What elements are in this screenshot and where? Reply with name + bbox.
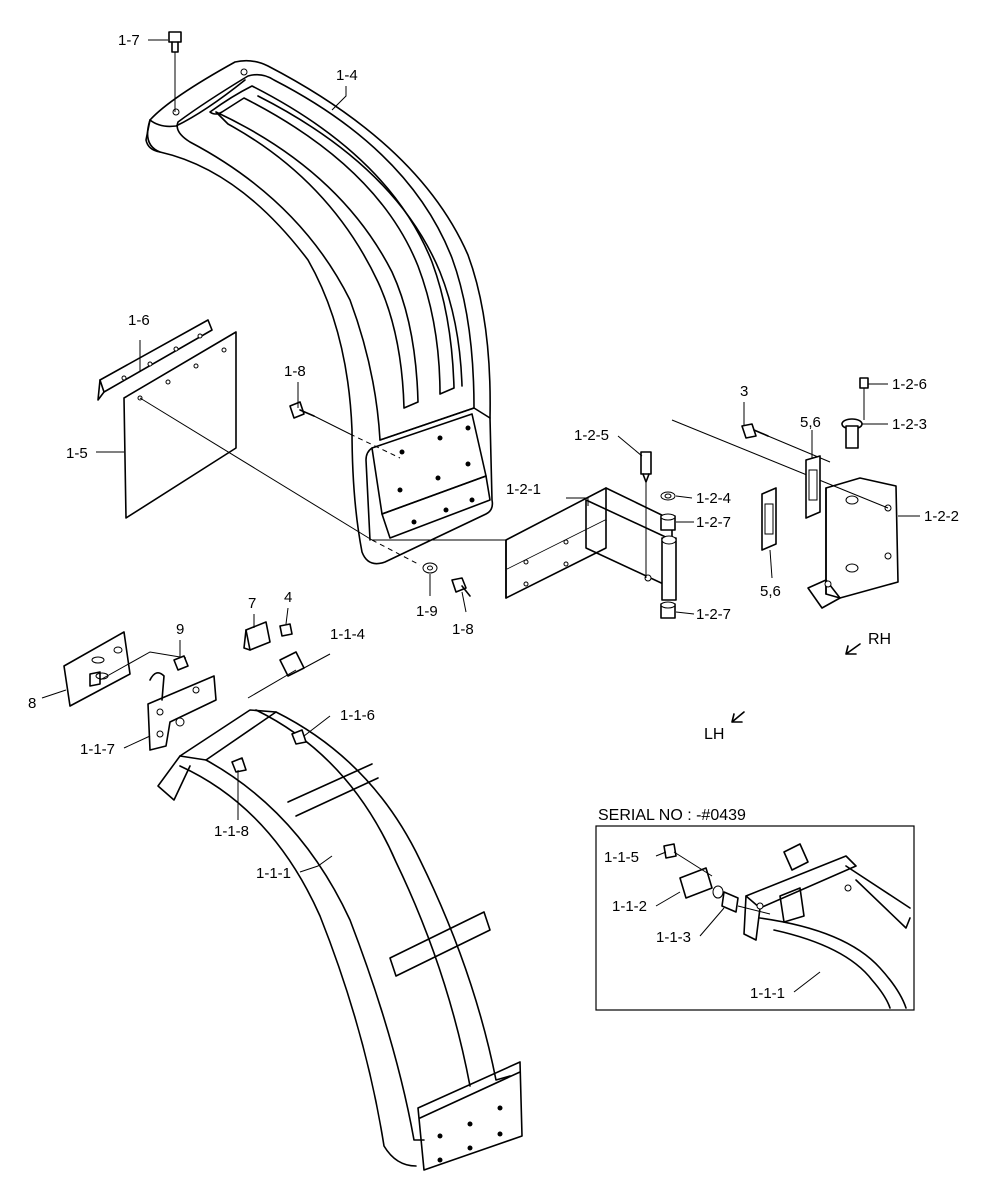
label-lh: LH <box>704 726 724 743</box>
mud-flap-1-5 <box>123 331 237 519</box>
bushing-1-2-7-upper <box>660 513 676 531</box>
bracket-8 <box>63 631 131 707</box>
clip-7 <box>243 621 271 651</box>
label-5-6-lower: 5,6 <box>760 583 781 600</box>
label-1-2-4: 1-2-4 <box>696 490 731 507</box>
grease-nipple-1-2-5 <box>640 451 652 578</box>
shim-5-6-upper <box>805 455 821 519</box>
label-3: 3 <box>740 383 748 400</box>
label-1-6: 1-6 <box>128 312 150 329</box>
label-4: 4 <box>284 589 292 606</box>
label-1-2-5: 1-2-5 <box>574 427 609 444</box>
leader-lines <box>41 39 920 993</box>
bolt-1-7 <box>168 31 182 112</box>
bolt-4 <box>279 623 293 637</box>
washer-1-2-4 <box>660 491 676 501</box>
serial-inset <box>595 825 915 1011</box>
label-1-9: 1-9 <box>416 603 438 620</box>
label-1-4: 1-4 <box>336 67 358 84</box>
label-1-1-6: 1-1-6 <box>340 707 375 724</box>
inset-label-1-1-3: 1-1-3 <box>656 929 691 946</box>
label-1-8-upper: 1-8 <box>284 363 306 380</box>
shim-5-6-lower <box>761 487 777 551</box>
inset-label-1-1-1: 1-1-1 <box>750 985 785 1002</box>
fender-cover <box>145 59 494 565</box>
label-9: 9 <box>176 621 184 638</box>
bolt-1-8-upper <box>289 401 401 459</box>
bolt-1-8-lower <box>451 577 471 597</box>
inset-label-1-1-2: 1-1-2 <box>612 898 647 915</box>
strip-1-6 <box>97 319 213 401</box>
label-1-1-1: 1-1-1 <box>256 865 291 882</box>
label-7: 7 <box>248 595 256 612</box>
label-1-1-7: 1-1-7 <box>80 741 115 758</box>
bushing-1-2-7-lower <box>660 601 676 619</box>
label-1-2-1: 1-2-1 <box>506 481 541 498</box>
part-labels: 1-7 1-4 1-6 1-5 1-8 1-9 1-8 1-2-5 1-2-1 … <box>28 32 959 1002</box>
lh-arrow-icon <box>731 711 745 723</box>
bolt-1-1-6 <box>291 729 307 745</box>
label-1-7: 1-7 <box>118 32 140 49</box>
rh-arrow-icon <box>845 643 861 655</box>
bracket-1-2-2 <box>807 477 899 609</box>
label-5-6-upper: 5,6 <box>800 414 821 431</box>
label-1-8-lower: 1-8 <box>452 621 474 638</box>
bolt-9 <box>173 655 189 671</box>
label-1-1-4: 1-1-4 <box>330 626 365 643</box>
inset-label-1-1-5: 1-1-5 <box>604 849 639 866</box>
pin-1-1-4 <box>279 651 331 677</box>
label-1-1-8: 1-1-8 <box>214 823 249 840</box>
pin-1-2-3 <box>841 418 863 449</box>
hinge-pin <box>661 535 677 601</box>
bolt-1-1-8 <box>231 757 247 773</box>
label-1-2-7-lower: 1-2-7 <box>696 606 731 623</box>
label-1-5: 1-5 <box>66 445 88 462</box>
washer-1-9 <box>422 562 438 574</box>
label-rh: RH <box>868 631 891 648</box>
label-1-2-3: 1-2-3 <box>892 416 927 433</box>
bolt-1-2-6 <box>859 377 869 420</box>
label-1-2-6: 1-2-6 <box>892 376 927 393</box>
bracket-1-2-1 <box>505 487 673 599</box>
label-1-2-2: 1-2-2 <box>924 508 959 525</box>
label-8: 8 <box>28 695 36 712</box>
inset-title: SERIAL NO : -#0439 <box>598 807 746 824</box>
label-1-2-7-upper: 1-2-7 <box>696 514 731 531</box>
latch-1-1-7 <box>147 672 217 751</box>
fender-frame <box>157 709 523 1171</box>
